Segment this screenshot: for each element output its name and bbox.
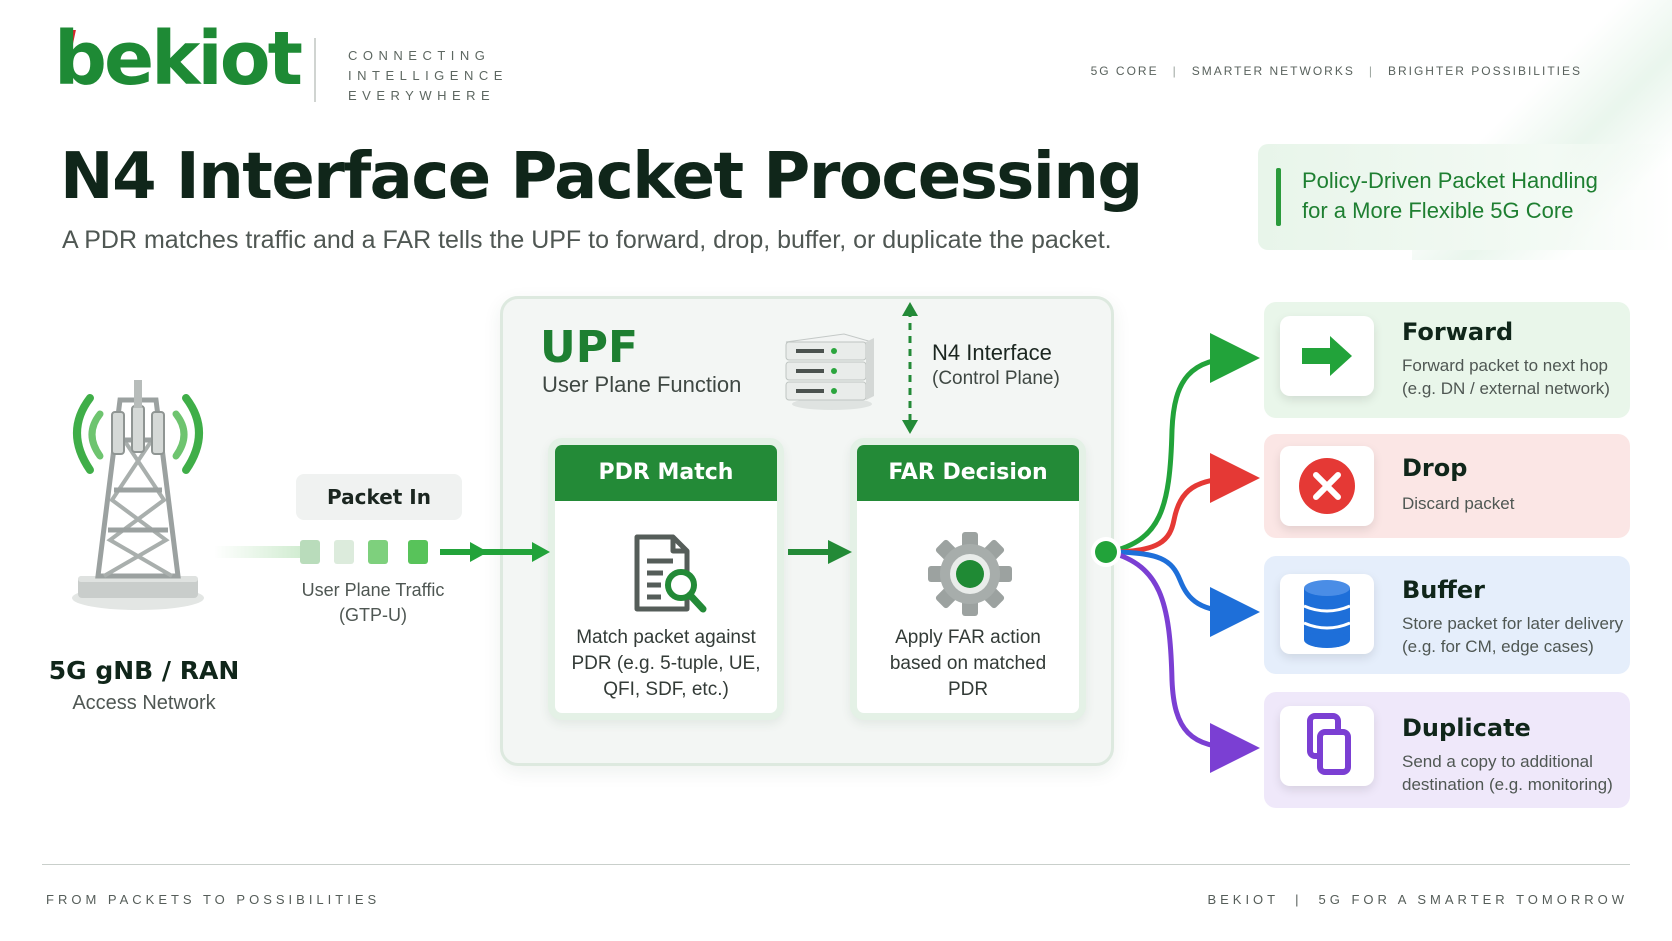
footer-brand: BEKIOT | 5G FOR A SMARTER TOMORROW xyxy=(1207,892,1628,907)
database-icon xyxy=(1280,574,1374,654)
x-circle-icon xyxy=(1280,446,1374,526)
outcome-desc-line: Store packet for later delivery xyxy=(1402,614,1624,633)
footer-brand-name: BEKIOT xyxy=(1207,892,1280,907)
outcome-desc-line: Forward packet to next hop xyxy=(1402,356,1609,375)
footer-slogan: 5G FOR A SMARTER TOMORROW xyxy=(1318,892,1628,907)
outcome-desc-line: Discard packet xyxy=(1402,494,1515,513)
packet-in-label: Packet In xyxy=(296,474,462,520)
packet-square xyxy=(334,540,354,564)
ran-title: 5G gNB / RAN xyxy=(48,656,240,685)
outcome-title: Buffer xyxy=(1402,576,1485,604)
tagline-line: EVERYWHERE xyxy=(348,88,496,103)
packet-square xyxy=(408,540,428,564)
traffic-label-line: User Plane Traffic xyxy=(301,580,445,600)
outcome-desc: Store packet for later delivery (e.g. fo… xyxy=(1402,612,1623,658)
upf-title: UPF xyxy=(540,322,639,373)
page-subtitle: A PDR matches traffic and a FAR tells th… xyxy=(62,226,1112,254)
outcome-buffer: Buffer Store packet for later delivery (… xyxy=(1264,556,1630,674)
n4-interface-title: N4 Interface xyxy=(932,340,1052,365)
pdr-text-line: Match packet against xyxy=(576,627,756,648)
footer-separator: | xyxy=(1295,892,1303,907)
traffic-trail xyxy=(214,546,304,558)
tagline-line: CONNECTING xyxy=(348,48,491,63)
callout-line: Policy-Driven Packet Handling xyxy=(1302,168,1598,193)
buffer-connector xyxy=(1109,549,1260,637)
tagline: CONNECTING INTELLIGENCE EVERYWHERE xyxy=(348,46,508,106)
pdr-card-text: Match packet against PDR (e.g. 5-tuple, … xyxy=(563,625,769,703)
top-nav: 5G CORE | SMARTER NETWORKS | BRIGHTER PO… xyxy=(1091,64,1582,78)
outcome-title: Duplicate xyxy=(1402,714,1531,742)
footer-divider xyxy=(42,864,1630,865)
outcome-desc-line: destination (e.g. monitoring) xyxy=(1402,775,1613,794)
traffic-label-line: (GTP-U) xyxy=(339,605,407,625)
tagline-line: INTELLIGENCE xyxy=(348,68,508,83)
outcome-desc-line: (e.g. DN / external network) xyxy=(1402,379,1610,398)
outcome-drop: Drop Discard packet xyxy=(1264,434,1630,538)
server-icon xyxy=(782,330,878,412)
logo: bekiot xyxy=(54,16,303,102)
far-decision-card: FAR Decision Apply FAR action xyxy=(850,438,1086,720)
traffic-label: User Plane Traffic (GTP-U) xyxy=(290,578,456,628)
pdr-card-header: PDR Match xyxy=(555,445,777,501)
callout-box: Policy-Driven Packet Handling for a More… xyxy=(1258,144,1672,250)
forward-connector xyxy=(1109,333,1260,555)
far-text-line: PDR xyxy=(947,679,989,700)
pdr-match-card: PDR Match Match packet against PDR (e.g.… xyxy=(548,438,784,720)
drop-connector xyxy=(1109,453,1260,555)
far-text-line: based on matched xyxy=(889,653,1047,674)
upf-subtitle: User Plane Function xyxy=(542,372,742,397)
far-text-line: Apply FAR action xyxy=(895,627,1041,648)
topnav-item: SMARTER NETWORKS xyxy=(1191,64,1355,78)
callout-text: Policy-Driven Packet Handling for a More… xyxy=(1302,166,1598,226)
topnav-separator: | xyxy=(1172,64,1178,78)
footer-tagline: FROM PACKETS TO POSSIBILITIES xyxy=(46,892,381,907)
header-divider xyxy=(314,38,316,102)
outcome-desc: Send a copy to additional destination (e… xyxy=(1402,750,1613,796)
cell-tower-icon xyxy=(50,380,240,620)
callout-line: for a More Flexible 5G Core xyxy=(1302,198,1574,223)
outcome-desc-line: (e.g. for CM, edge cases) xyxy=(1402,637,1594,656)
arrow-right-icon xyxy=(1280,316,1374,396)
duplicate-connector xyxy=(1109,549,1260,773)
outcome-duplicate: Duplicate Send a copy to additional dest… xyxy=(1264,692,1630,808)
outcome-title: Forward xyxy=(1402,318,1514,346)
outcome-title: Drop xyxy=(1402,454,1468,482)
outcome-forward: Forward Forward packet to next hop (e.g.… xyxy=(1264,302,1630,418)
document-search-icon xyxy=(625,531,711,617)
topnav-item: BRIGHTER POSSIBILITIES xyxy=(1387,64,1582,78)
n4-interface-subtitle: (Control Plane) xyxy=(932,368,1060,389)
outcome-desc-line: Send a copy to additional xyxy=(1402,752,1593,771)
far-card-header: FAR Decision xyxy=(857,445,1079,501)
outcome-desc: Discard packet xyxy=(1402,492,1514,515)
far-card-text: Apply FAR action based on matched PDR xyxy=(865,625,1071,703)
pdr-text-line: PDR (e.g. 5-tuple, UE, xyxy=(571,653,761,674)
copy-icon xyxy=(1280,706,1374,786)
pdr-text-line: QFI, SDF, etc.) xyxy=(603,679,729,700)
packet-square xyxy=(300,540,320,564)
topnav-item: 5G CORE xyxy=(1090,64,1159,78)
page-title: N4 Interface Packet Processing xyxy=(60,140,1143,214)
topnav-separator: | xyxy=(1368,64,1374,78)
packet-square xyxy=(368,540,388,564)
gear-icon xyxy=(927,531,1013,617)
callout-accent-bar xyxy=(1276,168,1281,226)
ran-subtitle: Access Network xyxy=(72,692,216,714)
outcome-desc: Forward packet to next hop (e.g. DN / ex… xyxy=(1402,354,1610,400)
